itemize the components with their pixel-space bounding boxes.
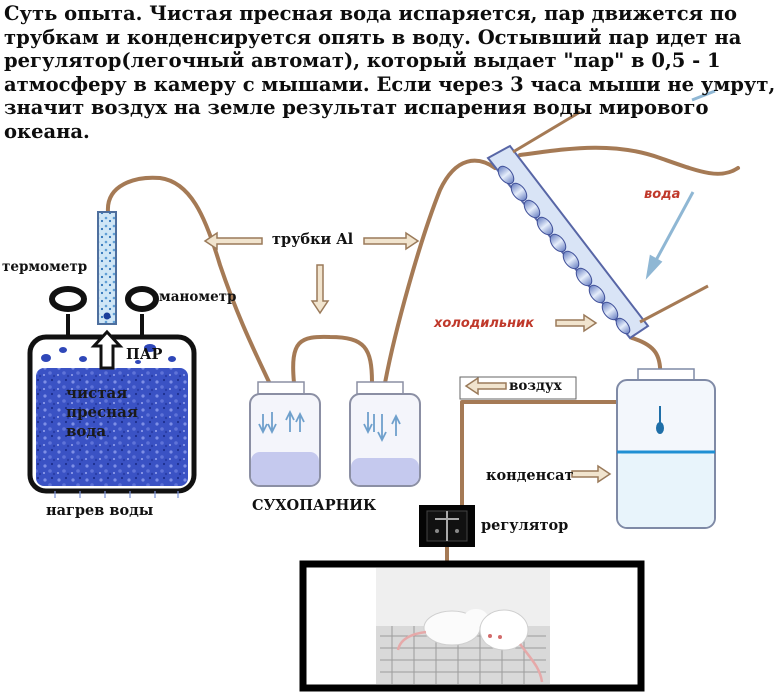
thermometer-icon	[49, 286, 87, 338]
boiler-water	[36, 368, 188, 486]
arrow-tubes-left	[203, 231, 263, 251]
steam-column	[97, 211, 117, 325]
dryer	[249, 381, 421, 487]
regulator-label: регулятор	[481, 517, 569, 534]
arrow-tubes-right	[363, 231, 420, 251]
apparatus-diagram	[27, 89, 740, 692]
boiler	[27, 211, 197, 498]
heat-marks	[54, 491, 179, 498]
manometer-icon	[125, 286, 159, 338]
tube-cooling-in	[518, 145, 740, 176]
tube-boiler-to-dryer	[105, 175, 271, 384]
steam-up-arrow	[90, 329, 124, 370]
heating-label: нагрев воды	[46, 502, 154, 519]
tube-dryer-bridge	[291, 334, 374, 385]
description-line: трубкам и конденсируется опять в воду. О…	[4, 25, 742, 49]
arrow-condensate	[571, 464, 612, 484]
description-line: океана.	[4, 119, 90, 143]
cooling-water-arrows	[645, 89, 716, 280]
description-line: регулятор(легочный автомат), который выд…	[4, 49, 721, 72]
cooling-water-label: вода	[644, 187, 681, 202]
description-line: значит воздух на земле результат испарен…	[4, 96, 709, 119]
arrow-condenser	[555, 313, 598, 333]
air-label-frame	[459, 376, 577, 400]
condensate-bottle	[616, 368, 716, 529]
tubes-label: трубки Al	[272, 231, 354, 248]
dryer-jar-right	[349, 381, 421, 487]
tube-dryer-to-condenser	[383, 158, 497, 385]
condenser	[486, 110, 709, 340]
condenser-label: холодильник	[434, 316, 535, 331]
air-label: воздух	[509, 378, 562, 394]
condensate-label: конденсат	[486, 467, 574, 484]
tube-bottle-to-regulator	[460, 400, 622, 514]
condenser-bulbs	[497, 165, 631, 335]
tubing	[105, 145, 740, 562]
mouse-chamber	[299, 560, 645, 692]
regulator-icon	[419, 505, 475, 547]
steam-label: ПАР	[126, 346, 163, 363]
steam-bubbles	[41, 344, 176, 364]
dryer-label: СУХОПАРНИК	[252, 497, 377, 514]
boiler-water-label: чистая пресная вода	[66, 384, 138, 440]
arrow-air	[464, 376, 507, 396]
thermometer-label: термометр	[2, 259, 88, 275]
experiment-description: Суть опыта. Чистая пресная вода испаряет…	[4, 2, 775, 143]
description-line: Суть опыта. Чистая пресная вода испаряет…	[4, 2, 738, 25]
dryer-jar-left	[249, 381, 321, 487]
arrow-tubes-down	[310, 264, 330, 315]
manometer-label: манометр	[159, 289, 237, 305]
description-line: атмосферу в камеру с мышами. Если через …	[4, 72, 775, 96]
mouse-right	[479, 609, 544, 683]
flow-arrows	[203, 231, 612, 484]
